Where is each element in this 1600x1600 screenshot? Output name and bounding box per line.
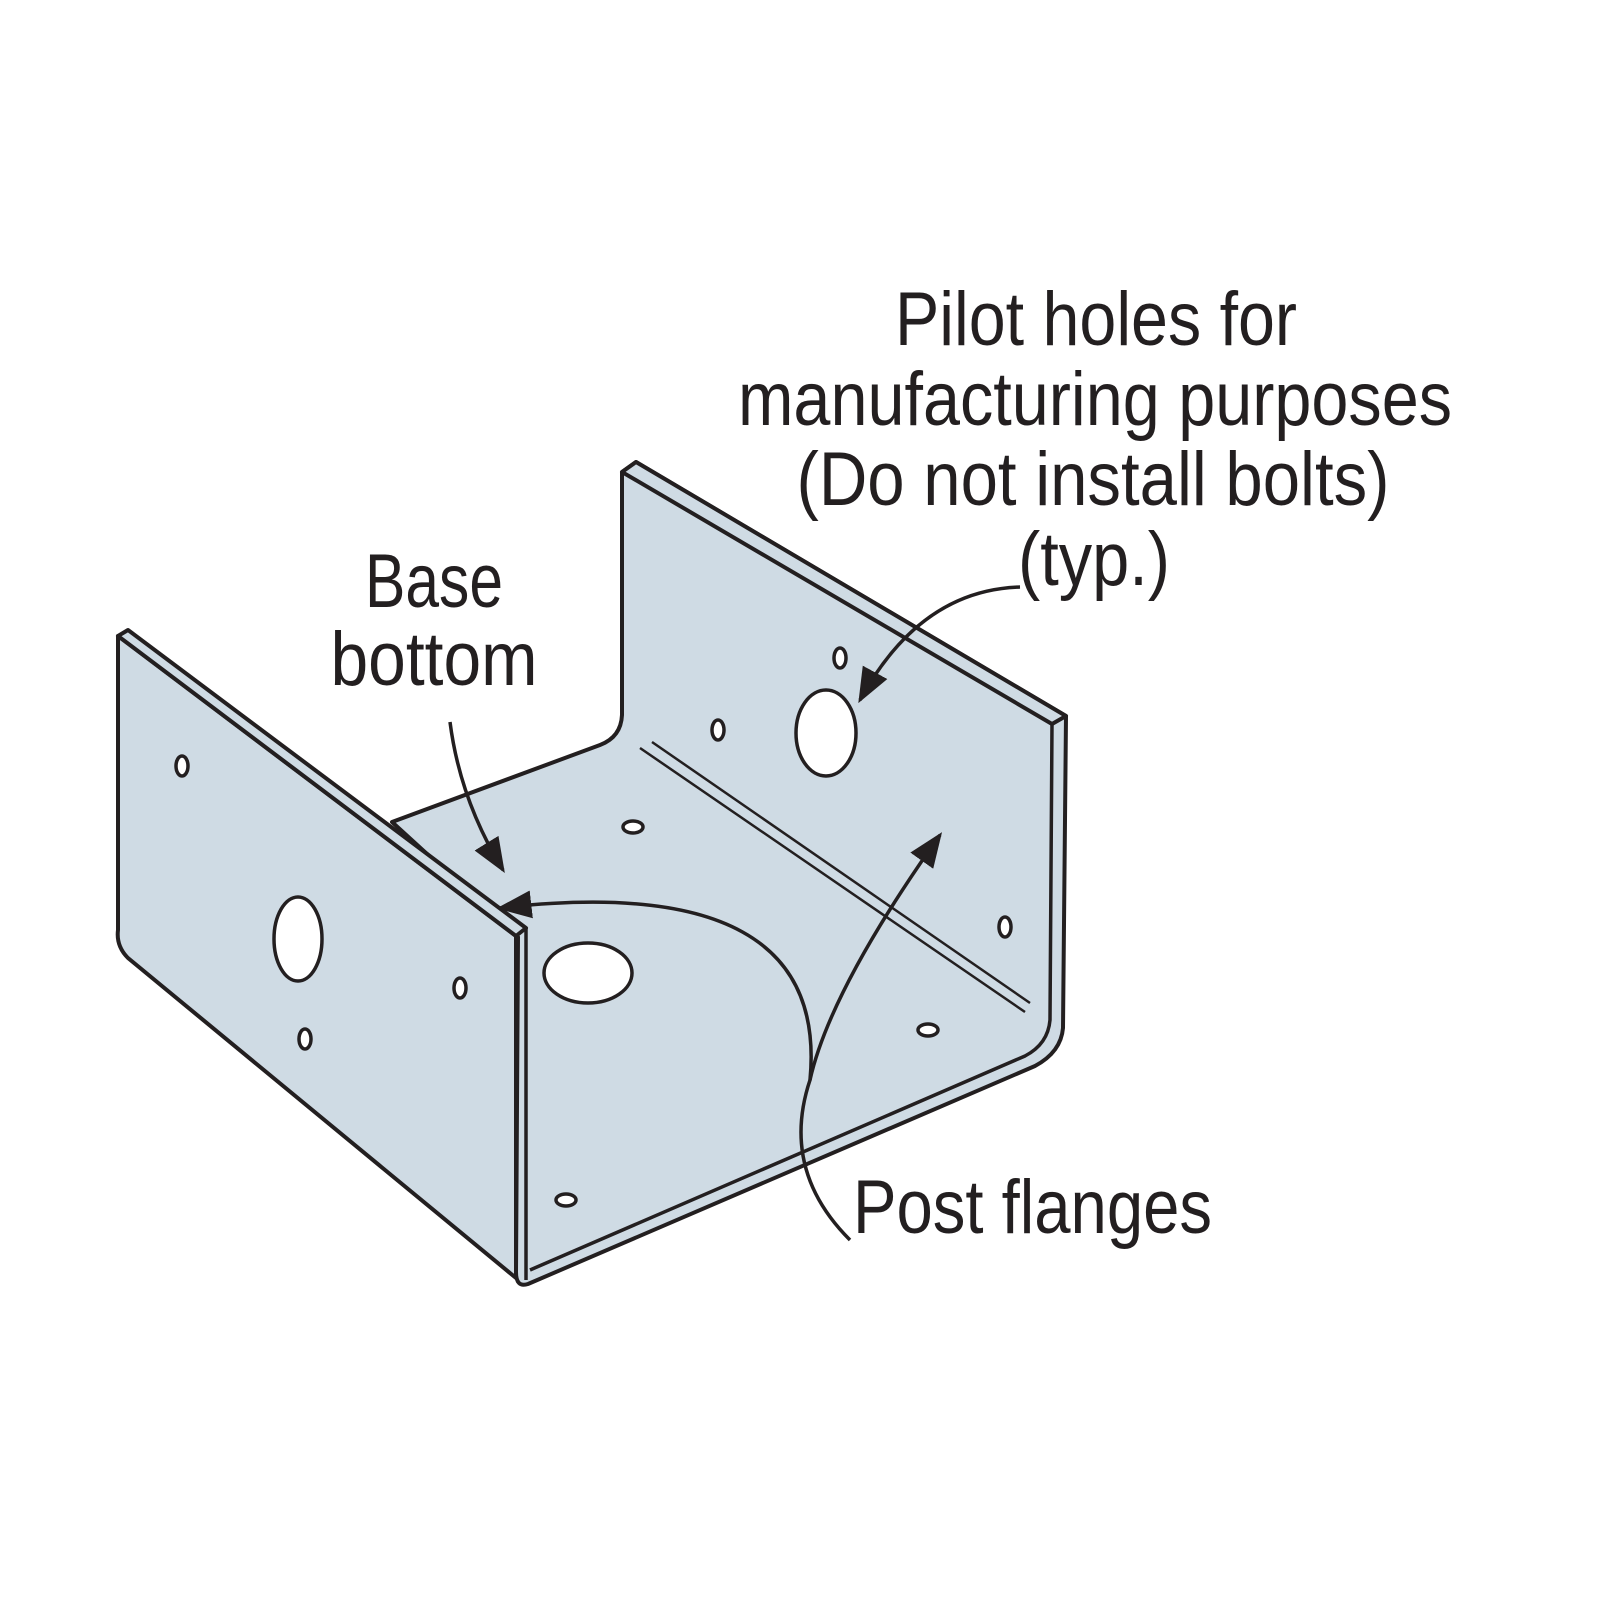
nail-hole — [452, 976, 468, 1000]
nail-hole — [621, 819, 645, 835]
bolt-hole — [272, 895, 324, 983]
label-line: Base — [365, 539, 503, 624]
label-line: Pilot holes for — [895, 277, 1297, 362]
post-flange-arrow-right — [808, 832, 943, 1081]
callout-post-flanges: Post flanges — [853, 1165, 1212, 1250]
arrows — [448, 585, 1021, 1242]
callout-base-bottom: Base bottom — [331, 539, 538, 702]
label-line: manufacturing purposes — [738, 357, 1452, 442]
label-line: (Do not install bolts) — [797, 437, 1390, 522]
nail-hole — [832, 646, 848, 670]
nail-hole — [297, 1027, 313, 1051]
base-bottom-arrow — [448, 721, 505, 873]
nail-hole — [174, 754, 190, 778]
bracket-body — [115, 460, 1068, 1287]
bend-line — [651, 740, 1031, 1005]
bend-line — [639, 746, 1026, 1014]
post-flange-arrow-left — [496, 890, 852, 1242]
callout-pilot-holes: Pilot holes for manufacturing purposes (… — [738, 277, 1452, 602]
back-flange-inner-edge — [529, 723, 1054, 1272]
pilot-hole-arrow — [858, 585, 1021, 704]
label-line: (typ.) — [1018, 517, 1170, 602]
nail-hole — [997, 915, 1013, 939]
base-and-back-flange — [390, 460, 1068, 1287]
nail-hole — [710, 718, 726, 742]
pilot-hole-large — [794, 688, 858, 778]
holes — [174, 646, 1013, 1208]
nail-hole — [916, 1022, 940, 1038]
bolt-hole — [542, 941, 634, 1005]
label-line: bottom — [331, 617, 538, 702]
nail-hole — [554, 1192, 578, 1208]
back-flange-top-edge — [620, 460, 1068, 726]
